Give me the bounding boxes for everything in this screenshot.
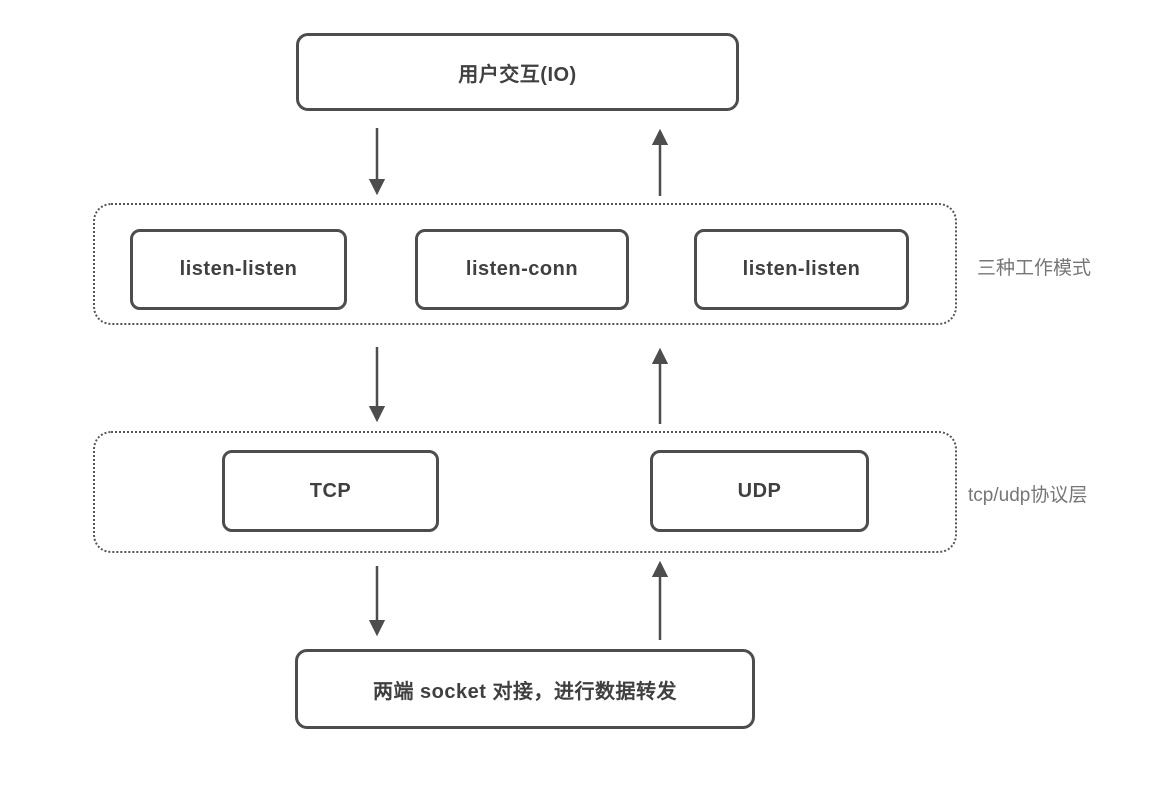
node-udp: UDP: [650, 450, 869, 532]
group-protocol-layer: TCP UDP: [93, 431, 957, 553]
group-work-modes: listen-listen listen-conn listen-listen: [93, 203, 957, 325]
node-user-io: 用户交互(IO): [296, 33, 739, 111]
node-socket-forward: 两端 socket 对接，进行数据转发: [295, 649, 755, 729]
node-listen-conn: listen-conn: [415, 229, 629, 310]
label-protocol-layer: tcp/udp协议层: [968, 485, 1088, 506]
node-listen-listen-left: listen-listen: [130, 229, 347, 310]
label-work-modes: 三种工作模式: [977, 258, 1092, 279]
node-listen-listen-right: listen-listen: [694, 229, 909, 310]
node-tcp: TCP: [222, 450, 439, 532]
